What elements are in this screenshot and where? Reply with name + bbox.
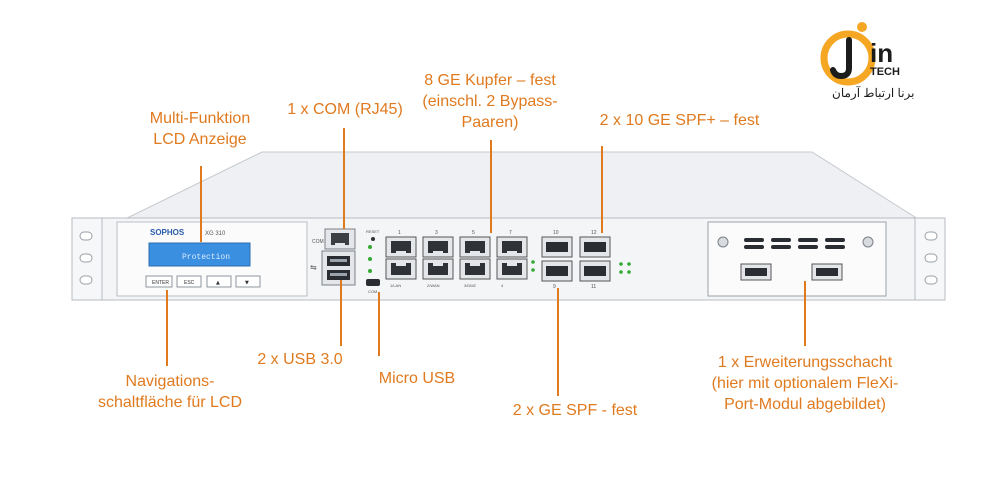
expansion-slot	[707, 221, 887, 297]
leader-sfp-plus	[601, 146, 603, 233]
leader-lcd	[200, 166, 202, 242]
sfp-number-top: 10	[553, 230, 559, 236]
esc-button[interactable]	[176, 275, 202, 288]
reset-label: RESET	[366, 229, 380, 234]
rj45-port	[459, 236, 491, 258]
logo-sub: TECH	[870, 66, 900, 78]
logo-tagline: برنا ارتباط آرمان	[832, 86, 915, 100]
lcd-text: Protection	[182, 253, 230, 262]
rj45-port	[496, 258, 528, 280]
vent-slot	[798, 245, 818, 249]
callout-micro-usb: Micro USB	[378, 370, 456, 387]
up-button-label: ▲	[216, 280, 220, 286]
model-label: XG 310	[205, 231, 226, 237]
port-number-bottom: 1/LAN	[390, 283, 401, 288]
port-number-top: 3	[435, 230, 438, 236]
callout-sfp-plus: 2 x 10 GE SPF+ – fest	[599, 112, 760, 129]
reset-button	[371, 237, 375, 241]
esc-button-label: ESC	[184, 280, 195, 286]
leader-copper	[490, 140, 492, 233]
port-number-top: 5	[472, 230, 475, 236]
down-button-label: ▼	[245, 280, 249, 286]
logo-brand: in	[870, 38, 894, 68]
com-label: COM	[312, 239, 324, 245]
port-number-bottom: 3/DMZ	[464, 283, 477, 288]
callout-usb: 2 x USB 3.0	[257, 351, 343, 368]
link-led	[619, 262, 623, 266]
rj45-port	[385, 258, 417, 280]
port-number-top: 1	[398, 230, 401, 236]
sfp-port	[541, 236, 573, 258]
vent-slot	[825, 238, 845, 242]
sfp-ports: 10 9 12 11	[531, 230, 631, 290]
sfp-port	[541, 260, 573, 282]
sfp-number-bottom: 11	[591, 284, 596, 290]
chassis-top	[124, 151, 920, 220]
callout-expansion: 1 x Erweiterungsschacht (hier mit option…	[711, 354, 899, 413]
callout-nav: Navigations- schaltfläche für LCD	[97, 373, 243, 411]
enter-button[interactable]	[145, 275, 173, 288]
leader-com	[343, 128, 345, 229]
vent-slot	[825, 245, 845, 249]
callout-com: 1 x COM (RJ45)	[287, 101, 403, 118]
link-led	[627, 270, 631, 274]
leader-sfp	[557, 288, 559, 396]
down-button[interactable]	[235, 275, 261, 288]
rj45-port	[422, 258, 454, 280]
enter-button-label: ENTER	[152, 280, 169, 286]
link-led	[531, 268, 535, 272]
sfp-port	[579, 236, 611, 258]
nav-buttons: ENTER ESC ▲ ▼	[145, 275, 261, 288]
micro-usb-port	[366, 279, 380, 286]
usb-symbol-icon: ⇋	[310, 263, 317, 272]
rj45-port	[496, 236, 528, 258]
port-number-top: 7	[509, 230, 512, 236]
micro-usb-label: COM	[368, 289, 377, 294]
callout-copper: 8 GE Kupfer – fest (einschl. 2 Bypass- P…	[422, 72, 558, 131]
thumbscrew-right-icon	[862, 236, 874, 248]
port-number-bottom: 4	[501, 283, 504, 288]
leader-usb	[340, 280, 342, 346]
link-led	[619, 270, 623, 274]
logo-mark-icon	[820, 22, 876, 86]
rj45-port	[422, 236, 454, 258]
port-number-bottom: 2/WAN	[427, 283, 440, 288]
vent-slot	[744, 245, 764, 249]
sfp-number-bottom: 9	[553, 284, 556, 290]
leader-micro-usb	[378, 292, 380, 356]
copper-ports: 1 1/LAN 3 2/WAN 5 3/DMZ 7 4	[385, 230, 528, 288]
lcd-screen	[148, 242, 251, 267]
leader-expansion	[804, 281, 806, 346]
link-led	[531, 260, 535, 264]
vent-slot	[744, 238, 764, 242]
leader-nav	[166, 290, 168, 366]
up-button[interactable]	[206, 275, 232, 288]
brand-label: SOPHOS	[150, 228, 185, 237]
sfp-number-top: 12	[591, 230, 597, 236]
vent-slot	[798, 238, 818, 242]
thumbscrew-left-icon	[717, 236, 729, 248]
callout-lcd: Multi-Funktion LCD Anzeige	[149, 110, 251, 148]
rj45-port	[385, 236, 417, 258]
sfp-port	[579, 260, 611, 282]
callout-sfp: 2 x GE SPF - fest	[512, 402, 638, 419]
rj45-port	[459, 258, 491, 280]
vent-slot	[771, 245, 791, 249]
vent-slot	[771, 238, 791, 242]
link-led	[627, 262, 631, 266]
